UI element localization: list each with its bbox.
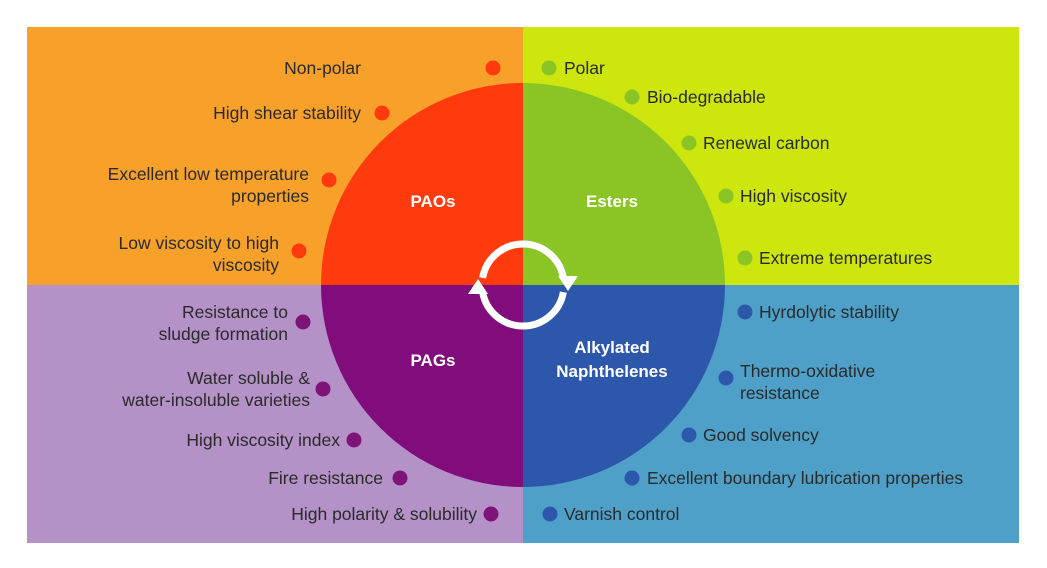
circle-sector-esters	[523, 83, 725, 285]
bullet-dot-paos	[321, 172, 337, 188]
bullet-dot-alkylated_naphthalenes	[624, 470, 640, 486]
property-esters: High viscosity	[740, 186, 847, 206]
bullet-dot-paos	[485, 60, 501, 76]
bullet-dot-pags	[295, 314, 311, 330]
bullet-dot-esters	[737, 250, 753, 266]
property-pags: Water soluble &water-insoluble varieties	[121, 368, 310, 410]
bullet-dot-esters	[681, 135, 697, 151]
property-alkylated_naphthalenes: Excellent boundary lubrication propertie…	[647, 468, 963, 488]
property-alkylated_naphthalenes: Good solvency	[703, 425, 819, 445]
bullet-dot-paos	[291, 243, 307, 259]
bullet-dot-esters	[624, 89, 640, 105]
bullet-dot-alkylated_naphthalenes	[718, 370, 734, 386]
property-esters: Polar	[564, 58, 605, 78]
bullet-dot-pags	[483, 506, 499, 522]
property-pags: High polarity & solubility	[291, 504, 477, 524]
property-pags: High viscosity index	[186, 430, 340, 450]
circle-sector-paos	[321, 83, 523, 285]
property-esters: Extreme temperatures	[759, 248, 932, 268]
bullet-dot-pags	[392, 470, 408, 486]
circle-sector-alkylated_naphthalenes	[523, 285, 725, 487]
property-alkylated_naphthalenes: Varnish control	[564, 504, 679, 524]
property-pags: Fire resistance	[268, 468, 383, 488]
property-paos: Non-polar	[284, 58, 361, 78]
bullet-dot-pags	[346, 432, 362, 448]
bullet-dot-alkylated_naphthalenes	[681, 427, 697, 443]
property-esters: Renewal carbon	[703, 133, 829, 153]
property-paos: High shear stability	[213, 103, 361, 123]
quadrant-label-pags: PAGs	[410, 351, 455, 370]
circle-sector-pags	[321, 285, 523, 487]
property-esters: Bio-degradable	[647, 87, 766, 107]
bullet-dot-alkylated_naphthalenes	[542, 506, 558, 522]
quadrant-label-esters: Esters	[586, 192, 638, 211]
bullet-dot-esters	[718, 188, 734, 204]
bullet-dot-alkylated_naphthalenes	[737, 304, 753, 320]
quadrant-label-paos: PAOs	[410, 192, 455, 211]
circular-arrows-icon	[468, 240, 578, 330]
property-alkylated_naphthalenes: Hyrdolytic stability	[759, 302, 899, 322]
bullet-dot-paos	[374, 105, 390, 121]
bullet-dot-pags	[315, 381, 331, 397]
bullet-dot-esters	[541, 60, 557, 76]
